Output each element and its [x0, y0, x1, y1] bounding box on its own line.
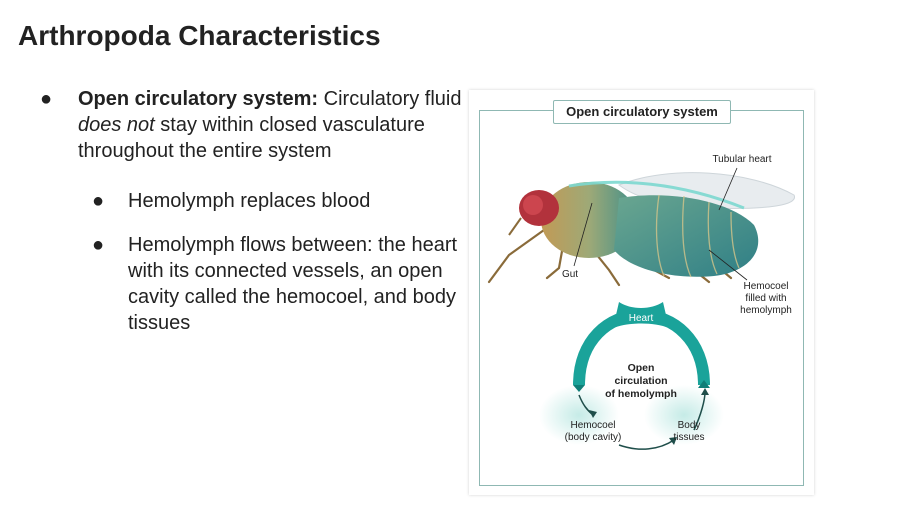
label-hemocoel-body-cavity: Hemocoel (body cavity): [564, 420, 622, 443]
sub-bullet-hemolymph: ● Hemolymph replaces blood: [38, 188, 468, 214]
bullet-open-circulatory: ● Open circulatory system: Circulatory f…: [38, 86, 468, 164]
figure-title: Open circulatory system: [553, 100, 731, 124]
label-body-tissues: Body tissues: [673, 420, 705, 443]
label-tubular-heart: Tubular heart: [712, 154, 772, 165]
label-hemocoel-filled: Hemocoel filled with hemolymph: [740, 281, 792, 316]
heart-shape-icon: [613, 302, 669, 328]
bullet-text-part1: Circulatory fluid: [318, 88, 462, 110]
sub-bullet-flow: ● Hemolymph flows between: the heart wit…: [38, 232, 468, 336]
bullet-emphasis: does not: [78, 114, 155, 136]
figure-card: Open circulatory system Tubular heart Gu…: [469, 90, 814, 495]
fly-thorax: [541, 182, 637, 258]
bullet-list: ● Open circulatory system: Circulatory f…: [38, 86, 468, 336]
label-heart: Heart: [628, 313, 654, 324]
label-open-circulation: Open circulation of hemolymph: [605, 362, 677, 400]
sub-bullet-dot-icon: ●: [91, 234, 105, 256]
fly-illustration: [487, 167, 795, 450]
figure-frame: [479, 110, 804, 486]
tubular-heart: [568, 180, 745, 210]
label-gut: Gut: [561, 269, 579, 280]
bullet-text-part2: stay within closed vasculature throughou…: [78, 114, 425, 162]
sub-bullet-text: Hemolymph replaces blood: [128, 190, 371, 212]
sub-bullet-dot-icon: ●: [91, 190, 105, 212]
bullet-dot-icon: ●: [39, 88, 53, 110]
leader-lines: [573, 167, 748, 281]
bullet-term: Open circulatory system:: [78, 88, 319, 110]
sub-bullet-text: Hemolymph flows between: the heart with …: [128, 234, 458, 334]
slide-title: Arthropoda Characteristics: [18, 20, 381, 51]
fly-abdomen: [614, 195, 759, 277]
abdomen-segments: [655, 194, 740, 278]
